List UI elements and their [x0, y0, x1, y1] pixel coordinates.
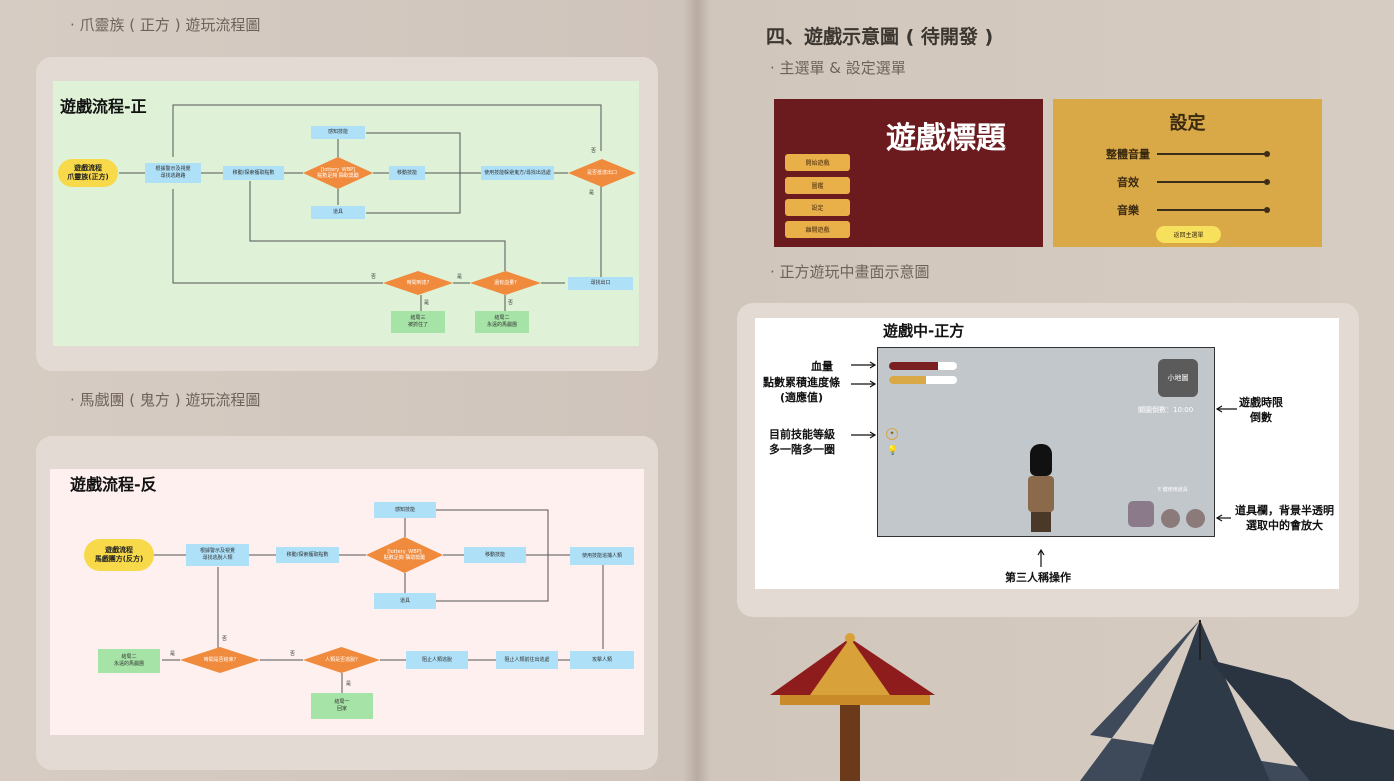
annotation-timer: 遊戲時限 倒數: [1239, 396, 1283, 424]
main-menu-title: 遊戲標題: [886, 121, 1006, 156]
settings-slider-music[interactable]: [1157, 207, 1270, 213]
settings-mock: 設定 整體音量 音效 音樂 返回主選單: [1053, 99, 1322, 247]
annotation-points: 點數累積進度條 (適應值): [763, 376, 840, 404]
flow2-chart: 遊戲流程-反 遊戲流程 馬戲團方(反方) 根據警示及視覺 尋找逃脫人類 移動/探…: [50, 469, 644, 735]
flow2-start: 遊戲流程 馬戲團方(反方): [84, 539, 154, 571]
flow1-skill-top: 感知技能: [311, 126, 365, 139]
annotation-items: 道具欄，背景半透明 選取中的會放大: [1235, 504, 1334, 532]
flow2-escaped: 人類是否逃脫?: [303, 647, 380, 673]
flow1-label-yes3: 是: [424, 300, 430, 306]
flow1-end3: 結局三 被抓住了: [391, 311, 445, 333]
settings-row-sfx: 音效: [1117, 176, 1139, 189]
settings-slider-master[interactable]: [1157, 151, 1270, 157]
carousel-tent-illustration: [770, 620, 1394, 781]
flow1-lobby: 根據警示及視覺 尋找逃跑路: [145, 163, 201, 183]
flow1-label-yes2: 是: [457, 274, 463, 280]
flow2-skill-top: 感知技能: [374, 502, 436, 518]
health-bar: [889, 362, 957, 370]
flow2-end2: 結局二 永遠的馬戲團: [98, 649, 160, 673]
flow2-connectors: [154, 509, 604, 693]
menu-settings-button[interactable]: 設定: [785, 199, 850, 216]
prop-hint: E 鍵使用道具: [1158, 487, 1188, 493]
skill-level-icon: ✦: [886, 428, 898, 440]
minimap[interactable]: 小地圖: [1158, 359, 1198, 397]
flow2-time: 時間是否結束?: [180, 647, 260, 673]
flow1-label-no2: 否: [371, 274, 377, 280]
item-slot-selected[interactable]: [1128, 501, 1154, 527]
settings-return-button[interactable]: 返回主選單: [1156, 226, 1221, 243]
flow1-label-yes1: 是: [589, 190, 595, 196]
menu-codex-button[interactable]: 圖鑑: [785, 177, 850, 194]
flow1-find-exit: 是否抵達出口: [568, 159, 636, 187]
flow1-move: 移動/探索獲取點數: [223, 166, 284, 180]
flow2-stop: 阻止人類前往出逃處: [496, 651, 558, 669]
flow1-label-no3: 否: [508, 300, 514, 306]
player-character: [1025, 444, 1057, 536]
countdown-text: 關園倒數：10:00: [1138, 406, 1194, 414]
flow1-blood: 還有血量?: [470, 271, 541, 295]
points-bar: [889, 376, 957, 384]
section1-bullet: · 爪靈族 ( 正方 ) 遊玩流程圖: [70, 16, 261, 34]
flow1-move-skill: 移動技能: [389, 166, 425, 180]
main-menu-mock: 遊戲標題 開始遊戲 圖鑑 設定 離開遊戲: [774, 99, 1043, 247]
flow1-label-no1: 否: [591, 148, 597, 154]
flow2-title: 遊戲流程-反: [70, 475, 157, 494]
game-screen: 小地圖 關園倒數：10:00 ✦ 💡 E 鍵使用道具: [877, 347, 1215, 537]
flow2-label-yes1: 是: [170, 651, 176, 657]
annotation-arrows: [851, 361, 1237, 567]
flow2-prop: 道具: [374, 593, 436, 609]
flow2-use: 使用技能追捕人類: [570, 547, 634, 565]
flow1-start: 遊戲流程 爪靈族(正方): [58, 159, 118, 187]
lightbulb-icon: 💡: [887, 446, 899, 456]
flow1-title: 遊戲流程-正: [60, 97, 147, 116]
flow1-time: 時間到達?: [383, 271, 453, 295]
flow2-move: 移動/探索獲取點數: [276, 547, 339, 563]
flow2-panel: 遊戲流程-反 遊戲流程 馬戲團方(反方) 根據警示及視覺 尋找逃脫人類 移動/探…: [36, 436, 658, 770]
flow2-end1: 結局一 回家: [311, 693, 373, 719]
menu-start-button[interactable]: 開始遊戲: [785, 154, 850, 171]
flow2-label-no1: 否: [222, 636, 228, 642]
gameplay-title: 遊戲中-正方: [883, 322, 965, 340]
flow1-end2: 結局二 永遠的馬戲團: [475, 311, 529, 333]
flow2-move-skill: 移動技能: [464, 547, 526, 563]
settings-row-music: 音樂: [1117, 204, 1139, 217]
flow2-label-yes2: 是: [346, 681, 352, 687]
flow2-label-no2: 否: [290, 651, 296, 657]
annotation-blood: 血量: [811, 360, 833, 373]
item-slot-3[interactable]: [1186, 509, 1205, 528]
flow1-chart: 遊戲流程-正 遊戲流程 爪靈族(正方) 根據警示及視覺 尋找逃跑路 移動/探索獲…: [53, 81, 639, 346]
annotation-camera: 第三人稱操作: [1005, 571, 1071, 584]
section4-heading: 四、遊戲示意圖 ( 待開發 ): [766, 26, 994, 48]
flow1-use: 使用技能躲避鬼方/尋找出逃處: [481, 166, 554, 180]
item-slot-2[interactable]: [1161, 509, 1180, 528]
gameplay-frame: 遊戲中-正方 小地圖 關園倒數：10:00 ✦ 💡 E 鍵使用道具: [755, 318, 1339, 589]
settings-title: 設定: [1169, 113, 1206, 134]
flow2-lobby: 根據警示及視覺 尋找逃脫人類: [186, 544, 249, 566]
annotation-skill: 目前技能等級 多一階多一圈: [769, 428, 835, 456]
flow2-attack: 攻擊人類: [570, 651, 634, 669]
carousel-illustration: [770, 633, 935, 781]
flow1-lottery: [lottery_WBP] 點數足夠 抽取獎勵: [303, 157, 373, 189]
menu-bullet: · 主選單 & 設定選單: [770, 59, 906, 77]
section2-bullet: · 馬戲團 ( 鬼方 ) 遊玩流程圖: [70, 391, 261, 409]
settings-row-master: 整體音量: [1106, 148, 1150, 161]
flow1-panel: 遊戲流程-正 遊戲流程 爪靈族(正方) 根據警示及視覺 尋找逃跑路 移動/探索獲…: [36, 57, 658, 371]
tent-illustration: [1080, 620, 1394, 781]
flow2-lottery: [lottery_WBP] 點數足夠 抽取獎勵: [366, 537, 443, 573]
gameplay-panel: 遊戲中-正方 小地圖 關園倒數：10:00 ✦ 💡 E 鍵使用道具: [737, 303, 1359, 617]
settings-slider-sfx[interactable]: [1157, 179, 1270, 185]
flow1-prop: 道具: [311, 206, 365, 219]
gameplay-bullet: · 正方遊玩中畫面示意圖: [770, 263, 930, 281]
flow1-exit: 尋找出口: [568, 277, 633, 290]
menu-exit-button[interactable]: 離開遊戲: [785, 221, 850, 238]
flow2-stop2: 阻止人類逃脫: [406, 651, 468, 669]
